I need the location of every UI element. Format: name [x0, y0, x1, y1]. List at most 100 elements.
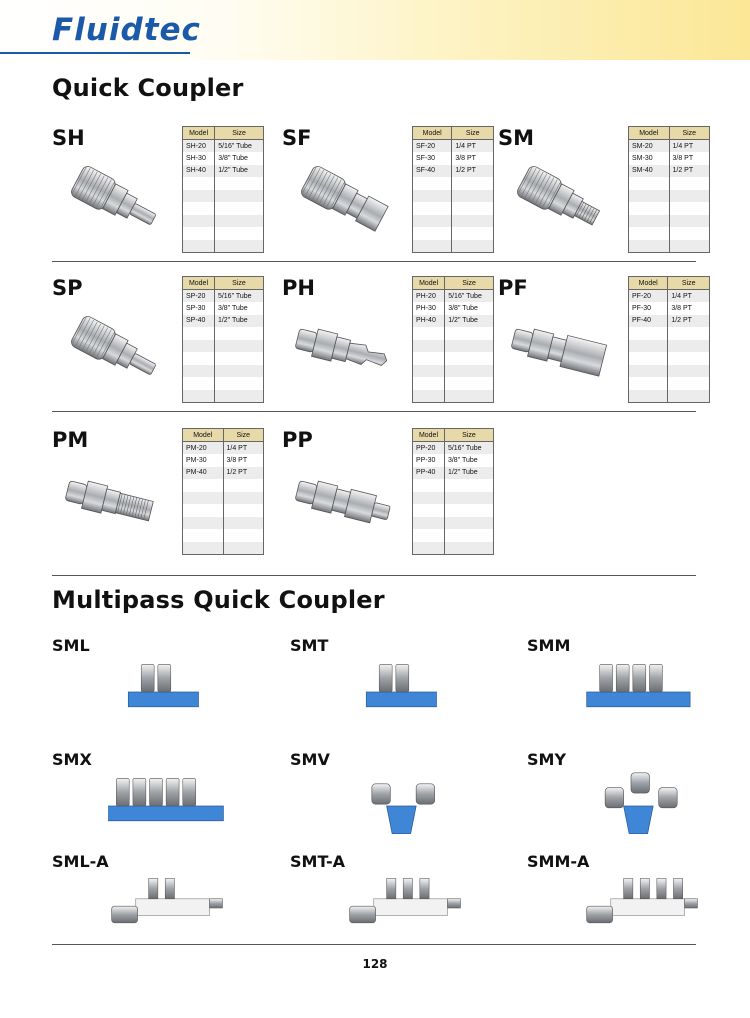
- multipass-code: SMM-A: [527, 852, 590, 871]
- spec-row: [411, 214, 494, 227]
- spec-size: [451, 214, 494, 227]
- spec-size: 1/2" Tube: [213, 314, 265, 327]
- quick-coupler-title: Quick Coupler: [52, 74, 244, 102]
- spec-size: [443, 504, 495, 517]
- spec-size: 1/4 PT: [451, 139, 494, 152]
- spec-model: [181, 239, 216, 252]
- multipass-smt: SMT: [290, 636, 450, 736]
- spec-size: 3/8 PT: [667, 302, 710, 315]
- spec-size: [213, 389, 265, 402]
- spec-model: [627, 339, 669, 352]
- spec-model: [412, 479, 445, 492]
- multipass-smm-a: SMM-A: [527, 852, 698, 952]
- spec-header: Model Size: [412, 428, 495, 442]
- spec-model: [628, 202, 670, 215]
- spec-model: [412, 491, 445, 504]
- spec-row: [182, 516, 264, 529]
- spec-size: [214, 214, 264, 227]
- spec-model: SH-40: [181, 164, 216, 177]
- spec-model: [411, 177, 453, 190]
- footer-divider: [52, 944, 696, 945]
- spec-size: [444, 339, 494, 352]
- spec-size: [213, 327, 265, 340]
- multipass-smm: SMM: [527, 636, 691, 736]
- spec-row: SP-40 1/2" Tube: [182, 314, 265, 327]
- header-model: Model: [181, 126, 216, 140]
- spec-row: [411, 352, 494, 365]
- spec-row: [628, 177, 710, 190]
- spec-model: PH-20: [411, 289, 446, 302]
- spec-row: [181, 202, 264, 215]
- spec-row: SM-40 1/2 PT: [628, 164, 710, 177]
- spec-size: 1/2" Tube: [443, 466, 495, 479]
- spec-model: SH-30: [181, 152, 216, 165]
- spec-header: Model Size: [411, 126, 494, 140]
- header-size: Size: [667, 276, 710, 290]
- manifold-photo: [127, 664, 199, 708]
- spec-model: SF-30: [411, 152, 453, 165]
- spec-row: [181, 189, 264, 202]
- spec-size: 3/8" Tube: [444, 302, 494, 315]
- spec-table: Model Size SP-20 5/16" Tube SP-30 3/8" T…: [182, 276, 265, 403]
- spec-model: [411, 339, 446, 352]
- spec-model: PP-30: [412, 454, 445, 467]
- spec-row: [181, 227, 264, 240]
- spec-model: [182, 504, 224, 517]
- spec-model: PP-40: [412, 466, 445, 479]
- spec-model: [627, 389, 669, 402]
- spec-row: [412, 541, 495, 554]
- spec-size: [667, 389, 710, 402]
- spec-row: [411, 239, 494, 252]
- multipass-smv: SMV: [290, 750, 450, 850]
- spec-row: [411, 327, 494, 340]
- spec-row: [181, 214, 264, 227]
- spec-row: [181, 177, 264, 190]
- spec-table: Model Size PM-20 1/4 PT PM-30 3/8 PT PM-…: [182, 428, 264, 555]
- spec-size: [668, 227, 710, 240]
- spec-model: [412, 504, 445, 517]
- multipass-code: SMY: [527, 750, 567, 769]
- header-size: Size: [451, 126, 494, 140]
- product-photo: [301, 166, 389, 232]
- spec-size: [222, 541, 264, 554]
- product-sf: SF Model Size SF-20 1/4 PT SF-30 3/8 PT …: [282, 126, 502, 256]
- spec-model: [627, 352, 669, 365]
- spec-model: [181, 177, 216, 190]
- spec-row: [627, 364, 710, 377]
- spec-row: PM-20 1/4 PT: [182, 441, 264, 454]
- row-divider: [52, 411, 696, 412]
- spec-size: [668, 177, 710, 190]
- header-model: Model: [182, 428, 224, 442]
- spec-header: Model Size: [182, 276, 265, 290]
- spec-model: [181, 214, 216, 227]
- row-divider: [52, 261, 696, 262]
- spec-size: [444, 377, 494, 390]
- spec-row: PP-20 5/16" Tube: [412, 441, 495, 454]
- spec-size: 5/16" Tube: [443, 441, 495, 454]
- spec-row: [411, 389, 494, 402]
- spec-model: PF-40: [627, 314, 669, 327]
- spec-size: [667, 364, 710, 377]
- multipass-code: SMT-A: [290, 852, 346, 871]
- product-sh: SH Model Size SH-20 5/16" Tube SH-30 3/8…: [52, 126, 272, 256]
- spec-size: [213, 364, 265, 377]
- spec-model: PF-20: [627, 289, 669, 302]
- spec-size: [667, 327, 710, 340]
- spec-row: SM-30 3/8 PT: [628, 152, 710, 165]
- spec-model: [182, 541, 224, 554]
- manifold-photo: [111, 878, 223, 924]
- spec-size: 1/2 PT: [451, 164, 494, 177]
- spec-row: [627, 327, 710, 340]
- manifold-photo: [108, 778, 224, 822]
- manifold-photo: [371, 783, 435, 835]
- spec-size: 1/4 PT: [222, 441, 264, 454]
- spec-row: [411, 364, 494, 377]
- spec-row: PM-40 1/2 PT: [182, 466, 264, 479]
- spec-size: [451, 239, 494, 252]
- header-size: Size: [222, 428, 264, 442]
- spec-row: [182, 491, 264, 504]
- spec-size: 3/8 PT: [668, 152, 710, 165]
- spec-size: 3/8 PT: [451, 152, 494, 165]
- manifold-photo: [586, 878, 698, 924]
- spec-model: [627, 327, 669, 340]
